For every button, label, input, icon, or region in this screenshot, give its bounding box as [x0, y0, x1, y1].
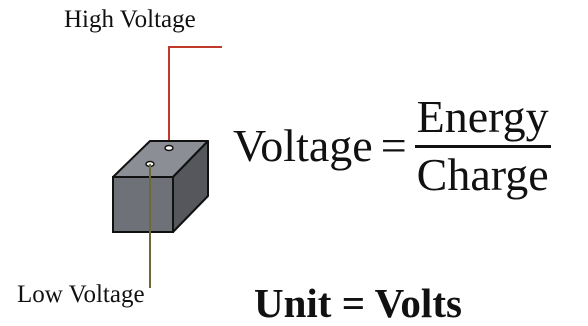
equation-lhs: Voltage — [233, 120, 373, 171]
voltage-equation: Voltage = Energy Charge — [233, 90, 551, 200]
positive-terminal — [164, 144, 174, 152]
unit-statement: Unit = Volts — [254, 280, 462, 326]
energy-charge-fraction: Energy Charge — [414, 90, 551, 200]
high-voltage-label: High Voltage — [64, 6, 196, 33]
battery-box — [112, 140, 209, 233]
low-voltage-label: Low Voltage — [17, 281, 145, 308]
equals-sign: = — [380, 120, 407, 171]
fraction-bar — [414, 144, 551, 148]
fraction-denominator: Charge — [416, 148, 549, 200]
high-voltage-wire — [168, 46, 222, 146]
battery-front-face — [112, 176, 174, 233]
fraction-numerator: Energy — [416, 90, 549, 142]
